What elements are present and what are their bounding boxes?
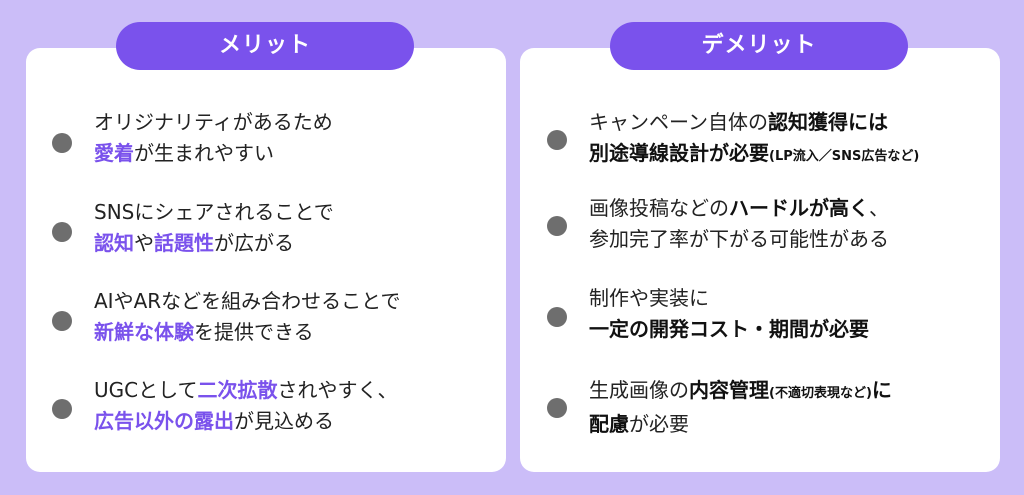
merits-card <box>26 48 506 472</box>
merit-1-line-2: 愛着が生まれやすい <box>94 141 274 165</box>
demerit-1-line-2: 別途導線設計が必要(LP流入／SNS広告など) <box>589 141 920 165</box>
demerit-3-line-1: 制作や実装に <box>589 286 709 310</box>
bullet-icon <box>547 307 567 327</box>
demerit-3-line-2: 一定の開発コスト・期間が必要 <box>589 317 869 341</box>
merit-3-line-2: 新鮮な体験を提供できる <box>94 320 314 344</box>
merit-1-line-1: オリジナリティがあるため <box>94 110 333 134</box>
demerit-2-line-1: 画像投稿などのハードルが高く、 <box>589 196 889 220</box>
bullet-icon <box>547 216 567 236</box>
merits-title: メリット <box>116 22 414 70</box>
demerits-title: デメリット <box>610 22 908 70</box>
merit-3-line-1: AIやARなどを組み合わせることで <box>94 289 401 313</box>
bullet-icon <box>52 133 72 153</box>
merit-2-line-2: 認知や話題性が広がる <box>94 231 294 255</box>
merit-4-line-1: UGCとして二次拡散されやすく、 <box>94 378 398 402</box>
bullet-icon <box>547 398 567 418</box>
demerit-2-line-2: 参加完了率が下がる可能性がある <box>589 227 889 251</box>
bullet-icon <box>52 399 72 419</box>
bullet-icon <box>52 311 72 331</box>
bullet-icon <box>52 222 72 242</box>
merit-2-line-1: SNSにシェアされることで <box>94 200 334 224</box>
demerit-1-line-1: キャンペーン自体の認知獲得には <box>589 110 888 134</box>
demerit-4-line-2: 配慮が必要 <box>589 412 689 436</box>
bullet-icon <box>547 130 567 150</box>
demerits-card <box>520 48 1000 472</box>
demerit-4-line-1: 生成画像の内容管理(不適切表現など)に <box>589 378 892 402</box>
merit-4-line-2: 広告以外の露出が見込める <box>94 409 334 433</box>
